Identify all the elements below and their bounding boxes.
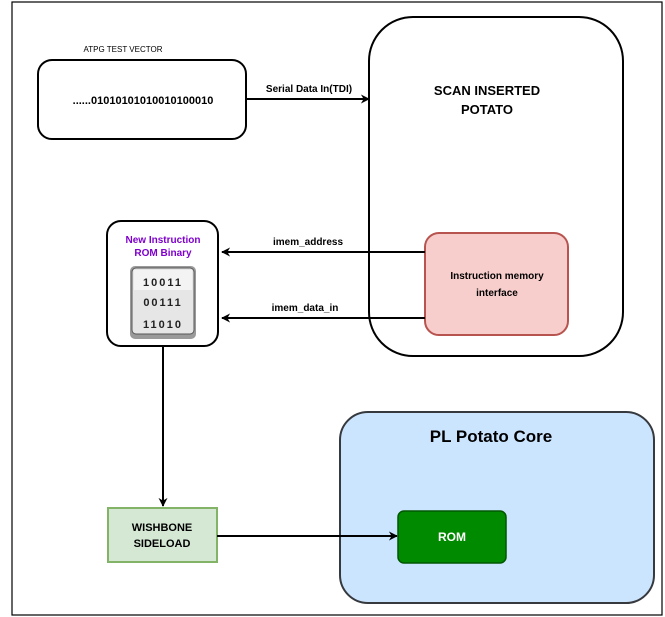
atpg-vector-value: ......01010101010010100010: [73, 95, 214, 107]
rom-box[interactable]: [397, 510, 507, 564]
imem-interface-line2: interface: [476, 288, 518, 299]
imem-address-label: imem_address: [273, 237, 343, 248]
rom-binary-title-line2: ROM Binary: [134, 248, 192, 259]
atpg-title: ATPG TEST VECTOR: [84, 45, 163, 54]
wishbone-line1: WISHBONE: [132, 522, 193, 534]
binary-row-2: 00111: [143, 297, 182, 309]
rom-label: ROM: [438, 530, 466, 544]
binary-row-1: 10011: [143, 277, 183, 289]
wishbone-sideload-box[interactable]: [107, 507, 218, 563]
wishbone-line2: SIDELOAD: [134, 538, 191, 550]
scan-block-title-line1: SCAN INSERTED: [434, 83, 540, 98]
scan-block-title-line2: POTATO: [461, 102, 513, 117]
imem-interface-box[interactable]: [424, 232, 569, 336]
rom-binary-title-line1: New Instruction: [125, 235, 200, 246]
binary-file-icon: 10011 00111 11010: [130, 266, 196, 339]
serial-in-label: Serial Data In(TDI): [266, 84, 352, 95]
outer-frame: [11, 1, 663, 616]
binary-row-3: 11010: [143, 319, 183, 331]
imem-data-in-label: imem_data_in: [272, 303, 339, 314]
pl-core-title: PL Potato Core: [430, 427, 552, 446]
imem-interface-line1: Instruction memory: [450, 271, 544, 282]
